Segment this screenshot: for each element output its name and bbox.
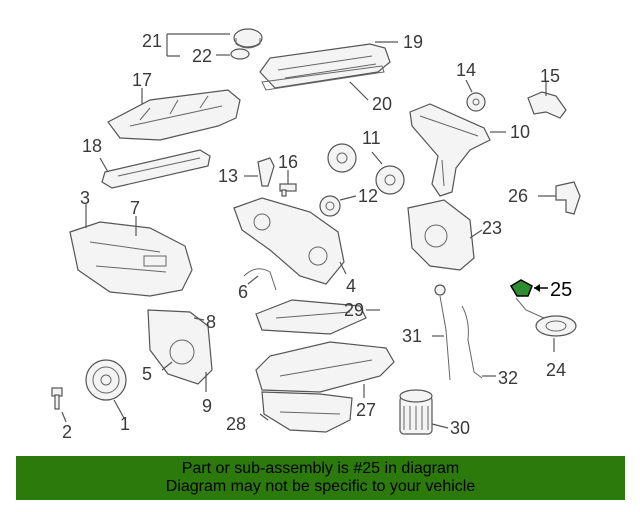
part-timing-cover-lower bbox=[147, 309, 213, 385]
part-valve-cover bbox=[259, 43, 391, 89]
callout-3: 3 bbox=[80, 188, 90, 208]
callout-4: 4 bbox=[346, 276, 356, 296]
part-timing-belt bbox=[409, 103, 491, 197]
leader-30 bbox=[431, 423, 449, 429]
callout-10: 10 bbox=[510, 122, 530, 142]
part-timing-cover-upper bbox=[69, 221, 193, 297]
callout-9: 9 bbox=[202, 396, 212, 416]
leader-4 bbox=[339, 261, 347, 275]
callout-2: 2 bbox=[62, 422, 72, 442]
parts-diagram: 21 22 19 20 17 18 3 7 13 16 bbox=[51, 28, 581, 442]
arrow-head-icon bbox=[534, 284, 540, 292]
callout-13: 13 bbox=[218, 166, 238, 186]
callout-19: 19 bbox=[403, 32, 423, 52]
part-pulley-bolt bbox=[51, 387, 63, 410]
callout-20: 20 bbox=[372, 94, 392, 114]
callout-14: 14 bbox=[456, 60, 476, 80]
part-strainer-gasket-highlighted[interactable] bbox=[509, 279, 533, 297]
part-oil-filler-cap bbox=[233, 28, 263, 49]
part-timing-rear-plate bbox=[233, 197, 345, 285]
part-oil-strainer bbox=[515, 297, 577, 337]
leader-20 bbox=[349, 81, 369, 101]
leader-12 bbox=[339, 195, 357, 201]
part-belt-tensioner bbox=[466, 92, 486, 112]
leader-23 bbox=[469, 229, 483, 239]
part-dipstick-tube bbox=[461, 305, 483, 379]
callout-18: 18 bbox=[82, 136, 102, 156]
part-filler-cap-gasket bbox=[230, 48, 250, 60]
callout-28: 28 bbox=[226, 414, 246, 434]
leader-28 bbox=[259, 413, 269, 421]
leader-21 bbox=[166, 33, 230, 57]
callout-32: 32 bbox=[498, 368, 518, 388]
part-small-bracket bbox=[243, 268, 277, 291]
callout-27: 27 bbox=[356, 400, 376, 420]
callout-17: 17 bbox=[132, 70, 152, 90]
callout-1: 1 bbox=[120, 414, 130, 434]
callout-11: 11 bbox=[362, 128, 381, 148]
callout-6: 6 bbox=[238, 282, 248, 302]
part-oil-pump bbox=[407, 199, 475, 271]
callout-29: 29 bbox=[344, 300, 364, 320]
part-sensor-bolt bbox=[279, 183, 297, 197]
part-oil-filter bbox=[399, 389, 433, 435]
callout-15: 15 bbox=[540, 66, 560, 86]
callout-25[interactable]: 25 bbox=[550, 279, 572, 301]
leader-8 bbox=[193, 317, 205, 321]
part-tensioner-bracket bbox=[527, 91, 567, 119]
leader-5 bbox=[161, 361, 173, 371]
part-camshaft-pulley bbox=[327, 143, 405, 195]
part-info-banner: Part or sub-assembly is #25 in diagram D… bbox=[16, 456, 625, 500]
banner-line-disclaimer: Diagram may not be specific to your vehi… bbox=[165, 478, 476, 495]
part-intake-gasket bbox=[101, 149, 211, 189]
callout-30: 30 bbox=[450, 418, 470, 438]
leader-1 bbox=[113, 399, 125, 419]
callout-5: 5 bbox=[142, 364, 152, 384]
part-crankshaft-pulley bbox=[85, 359, 127, 401]
part-valve-cover-gasket bbox=[261, 65, 385, 91]
leader-11 bbox=[371, 151, 383, 165]
callout-31: 31 bbox=[402, 326, 422, 346]
callout-24: 24 bbox=[546, 360, 566, 380]
callout-26: 26 bbox=[508, 186, 528, 206]
leader-6 bbox=[247, 275, 259, 285]
part-oil-pan bbox=[255, 341, 395, 433]
callout-12: 12 bbox=[358, 186, 378, 206]
part-cam-position-sensor bbox=[257, 157, 275, 187]
callout-7: 7 bbox=[130, 198, 140, 218]
leader-2 bbox=[61, 411, 67, 423]
leader-18 bbox=[99, 157, 109, 173]
callout-16: 16 bbox=[278, 152, 298, 172]
callout-23: 23 bbox=[482, 218, 502, 238]
part-idler-pulley bbox=[319, 195, 341, 217]
part-oil-dipstick bbox=[434, 284, 451, 381]
callout-21: 21 bbox=[142, 31, 162, 51]
callout-8: 8 bbox=[206, 312, 216, 332]
banner-line-part: Part or sub-assembly is #25 in diagram bbox=[181, 460, 460, 477]
callout-22: 22 bbox=[192, 46, 212, 66]
leader-14 bbox=[465, 79, 473, 93]
part-mount-bracket bbox=[555, 181, 581, 215]
part-intake-manifold bbox=[107, 89, 241, 141]
part-oil-baffle bbox=[255, 299, 367, 335]
